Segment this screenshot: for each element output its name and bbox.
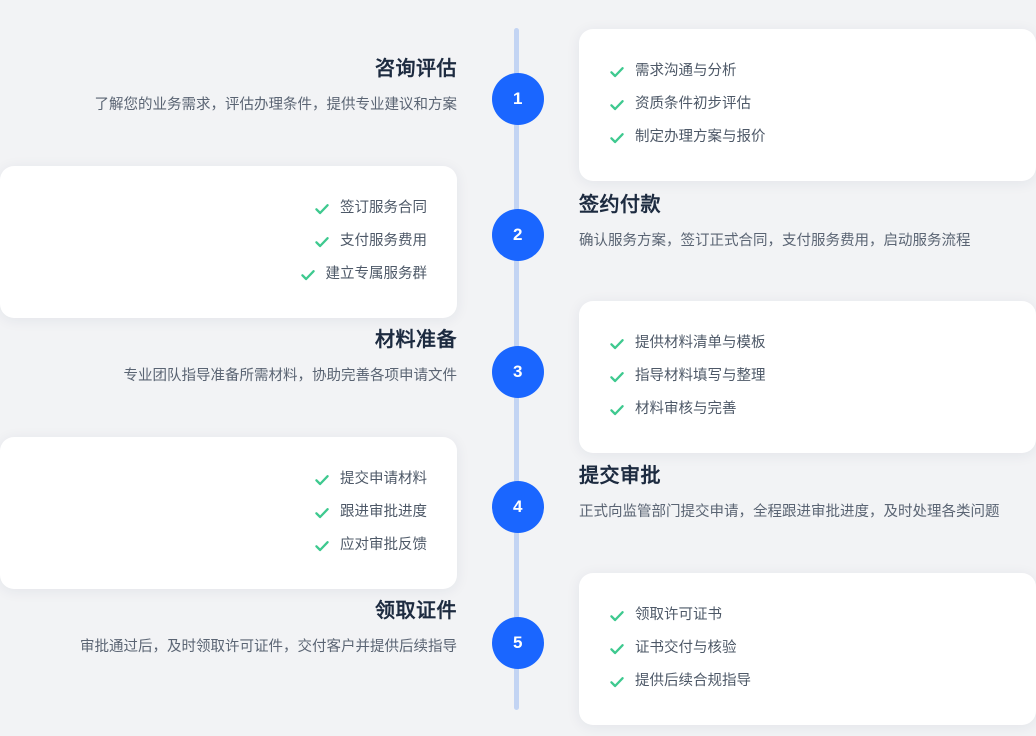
check-icon [314, 505, 330, 521]
check-icon [314, 538, 330, 554]
item-label: 证书交付与核验 [635, 640, 737, 657]
timeline-row-5: 领取证件 审批通过后，及时领取许可证件，交付客户并提供后续指导 5 领取许可证书 [0, 573, 1036, 725]
step-description-4: 正式向监管部门提交申请，全程跟进审批进度，及时处理各类问题 [579, 504, 1000, 520]
timeline-left-2: 签订服务合同 支付服务费用 建立专属服务群 [0, 166, 487, 318]
item-label: 提交申请材料 [340, 471, 427, 487]
list-item: 材料审核与完善 [609, 393, 1006, 426]
item-label: 建立专属服务群 [325, 266, 428, 283]
step-title-4: 提交审批 [579, 465, 661, 487]
step-text-3: 材料准备 专业团队指导准备所需材料，协助完善各项申请文件 [0, 326, 458, 389]
list-item: 建立专属服务群 [30, 258, 427, 291]
list-item: 应对审批反馈 [30, 529, 427, 562]
timeline-center-1: 1 [487, 29, 549, 125]
list-item: 资质条件初步评估 [609, 88, 1006, 121]
step-marker-2[interactable]: 2 [492, 209, 544, 261]
timeline-right-4: 提交审批 正式向监管部门提交申请，全程跟进审批进度，及时处理各类问题 [549, 437, 1036, 525]
step-item-list-5: 领取许可证书 证书交付与核验 提供后续合规指导 [609, 599, 1006, 699]
step-item-list-2: 签订服务合同 支付服务费用 建立专属服务群 [30, 192, 427, 292]
step-card-2: 签订服务合同 支付服务费用 建立专属服务群 [0, 166, 457, 318]
step-title-1: 咨询评估 [375, 58, 457, 80]
step-marker-3[interactable]: 3 [492, 346, 544, 398]
timeline-center-4: 4 [487, 437, 549, 533]
timeline-center-2: 2 [487, 166, 549, 261]
list-item: 指导材料填写与整理 [609, 360, 1006, 393]
step-title-5: 领取证件 [375, 600, 457, 622]
timeline-left-1: 咨询评估 了解您的业务需求，评估办理条件，提供专业建议和方案 [0, 29, 487, 118]
step-marker-1[interactable]: 1 [492, 73, 544, 125]
step-description-5: 审批通过后，及时领取许可证件，交付客户并提供后续指导 [80, 639, 457, 655]
step-description-2: 确认服务方案，签订正式合同，支付服务费用，启动服务流程 [579, 233, 971, 249]
check-icon [314, 234, 330, 250]
list-item: 支付服务费用 [30, 225, 427, 258]
item-label: 领取许可证书 [635, 607, 722, 623]
check-icon [609, 64, 625, 80]
item-label: 材料审核与完善 [635, 401, 737, 418]
step-description-1: 了解您的业务需求，评估办理条件，提供专业建议和方案 [94, 97, 458, 113]
item-label: 提供材料清单与模板 [635, 335, 766, 351]
list-item: 需求沟通与分析 [609, 55, 1006, 88]
step-card-1: 需求沟通与分析 资质条件初步评估 制定办理方案与报价 [579, 29, 1036, 181]
list-item: 提交申请材料 [30, 463, 427, 496]
step-text-4: 提交审批 正式向监管部门提交申请，全程跟进审批进度，及时处理各类问题 [579, 462, 1036, 525]
step-text-1: 咨询评估 了解您的业务需求，评估办理条件，提供专业建议和方案 [0, 55, 458, 118]
timeline-row-3: 材料准备 专业团队指导准备所需材料，协助完善各项申请文件 3 提供材料清单与模板 [0, 301, 1036, 453]
timeline-center-5: 5 [487, 573, 549, 669]
timeline-center-3: 3 [487, 301, 549, 398]
list-item: 证书交付与核验 [609, 632, 1006, 665]
step-title-3: 材料准备 [375, 329, 457, 351]
item-label: 提供后续合规指导 [635, 673, 751, 690]
step-description-3: 专业团队指导准备所需材料，协助完善各项申请文件 [123, 368, 458, 384]
check-icon [314, 201, 330, 217]
timeline-right-3: 提供材料清单与模板 指导材料填写与整理 材料审核与完善 [549, 301, 1036, 453]
step-card-3: 提供材料清单与模板 指导材料填写与整理 材料审核与完善 [579, 301, 1036, 453]
timeline-left-5: 领取证件 审批通过后，及时领取许可证件，交付客户并提供后续指导 [0, 573, 487, 660]
step-item-list-4: 提交申请材料 跟进审批进度 应对审批反馈 [30, 463, 427, 563]
check-icon [609, 130, 625, 146]
step-item-list-1: 需求沟通与分析 资质条件初步评估 制定办理方案与报价 [609, 55, 1006, 155]
item-label: 支付服务费用 [340, 233, 427, 250]
list-item: 提供后续合规指导 [609, 665, 1006, 698]
step-title-2: 签约付款 [579, 194, 661, 216]
check-icon [609, 336, 625, 352]
check-icon [314, 472, 330, 488]
item-label: 指导材料填写与整理 [635, 368, 766, 385]
step-text-2: 签约付款 确认服务方案，签订正式合同，支付服务费用，启动服务流程 [579, 191, 1036, 254]
step-card-5: 领取许可证书 证书交付与核验 提供后续合规指导 [579, 573, 1036, 725]
check-icon [609, 97, 625, 113]
check-icon [300, 267, 316, 283]
step-marker-4[interactable]: 4 [492, 481, 544, 533]
item-label: 签订服务合同 [340, 200, 427, 216]
step-marker-5[interactable]: 5 [492, 617, 544, 669]
check-icon [609, 674, 625, 690]
check-icon [609, 402, 625, 418]
timeline-row-2: 签订服务合同 支付服务费用 建立专属服务群 [0, 166, 1036, 318]
list-item: 签订服务合同 [30, 192, 427, 225]
list-item: 跟进审批进度 [30, 496, 427, 529]
list-item: 制定办理方案与报价 [609, 121, 1006, 154]
list-item: 提供材料清单与模板 [609, 327, 1006, 360]
timeline-right-2: 签约付款 确认服务方案，签订正式合同，支付服务费用，启动服务流程 [549, 166, 1036, 254]
timeline-right-1: 需求沟通与分析 资质条件初步评估 制定办理方案与报价 [549, 29, 1036, 181]
list-item: 领取许可证书 [609, 599, 1006, 632]
timeline-right-5: 领取许可证书 证书交付与核验 提供后续合规指导 [549, 573, 1036, 725]
timeline-left-3: 材料准备 专业团队指导准备所需材料，协助完善各项申请文件 [0, 301, 487, 389]
check-icon [609, 369, 625, 385]
item-label: 制定办理方案与报价 [635, 129, 766, 146]
check-icon [609, 641, 625, 657]
item-label: 跟进审批进度 [340, 504, 427, 521]
item-label: 需求沟通与分析 [635, 63, 737, 79]
check-icon [609, 608, 625, 624]
timeline-left-4: 提交申请材料 跟进审批进度 应对审批反馈 [0, 437, 487, 589]
item-label: 应对审批反馈 [340, 537, 427, 554]
item-label: 资质条件初步评估 [635, 96, 751, 113]
timeline-row-1: 咨询评估 了解您的业务需求，评估办理条件，提供专业建议和方案 1 需求沟通与分析 [0, 29, 1036, 181]
step-item-list-3: 提供材料清单与模板 指导材料填写与整理 材料审核与完善 [609, 327, 1006, 427]
timeline-row-4: 提交申请材料 跟进审批进度 应对审批反馈 [0, 437, 1036, 589]
step-text-5: 领取证件 审批通过后，及时领取许可证件，交付客户并提供后续指导 [0, 597, 457, 660]
step-card-4: 提交申请材料 跟进审批进度 应对审批反馈 [0, 437, 457, 589]
